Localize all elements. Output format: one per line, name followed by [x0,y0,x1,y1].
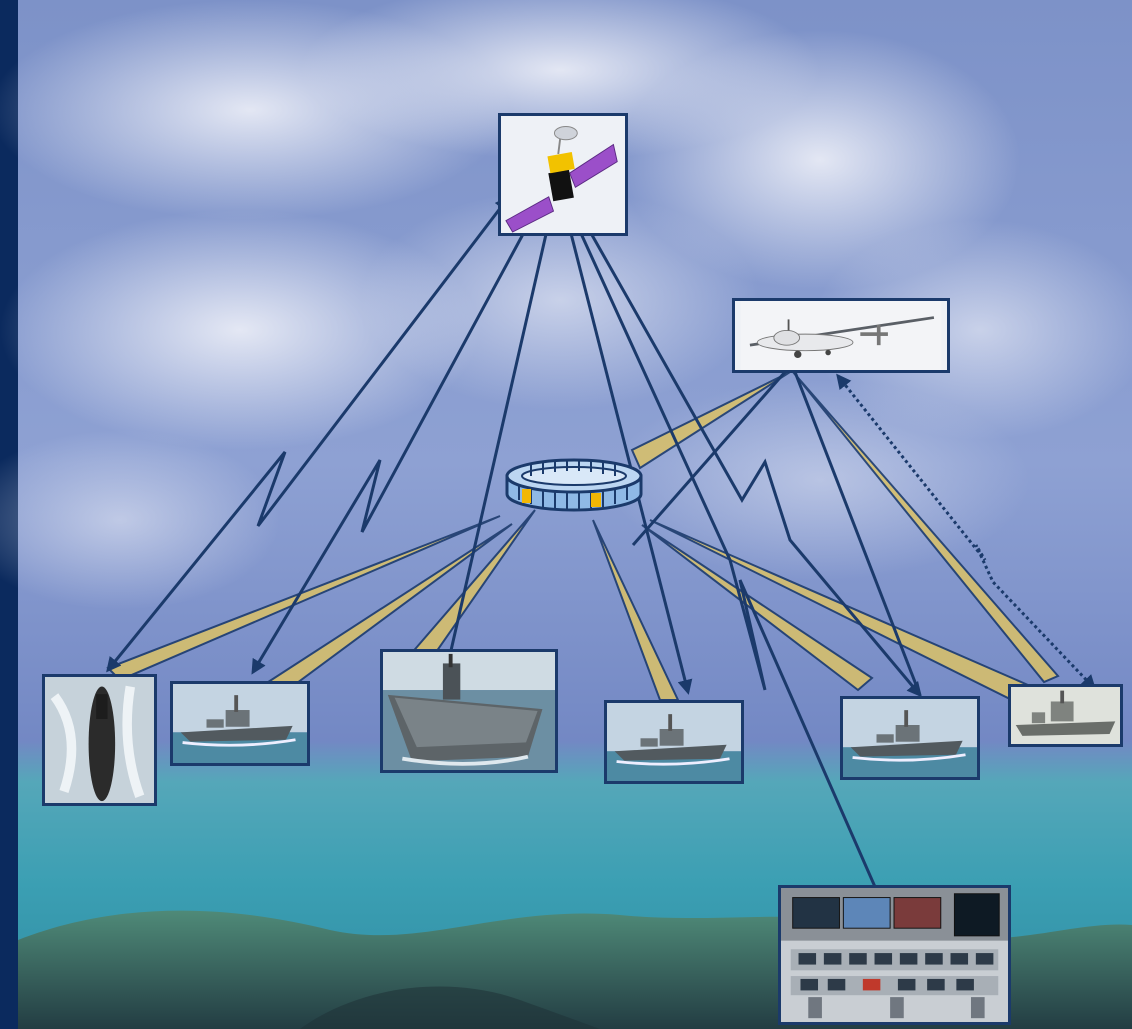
beam-uav-hub [630,371,791,470]
network-hub-icon [505,458,643,512]
link-uav-hub [631,371,787,546]
link-uav-cruiser-dotted [836,373,1097,691]
beam-hub-destroyer-2 [592,519,680,701]
link-satellite-command-center [566,202,886,908]
uav-node[interactable] [732,298,950,373]
submarine-node[interactable] [42,674,157,806]
satellite-node[interactable] [498,113,628,236]
beam-hub-carrier [408,509,536,670]
warship-icon [173,684,307,763]
destroyer-1-node[interactable] [170,681,310,766]
warship-icon [1011,687,1120,744]
beam-uav-cruiser [792,371,1060,684]
relay-hub-node[interactable] [503,456,645,518]
beams [106,371,1060,702]
destroyer-3-node[interactable] [840,696,980,780]
cruiser-node[interactable] [1008,684,1123,747]
submarine-icon [45,677,154,803]
command-center-node[interactable] [778,885,1011,1025]
command-center-icon [781,888,1008,1022]
aircraft-carrier-icon [383,652,555,770]
link-satellite-destroyer-2 [560,207,693,695]
satellite-icon [501,116,625,233]
warship-icon [843,699,977,777]
link-satellite-carrier [442,205,557,671]
uav-icon [740,301,942,370]
destroyer-2-node[interactable] [604,700,744,784]
dotted-links [836,373,1097,691]
warship-icon [607,703,741,781]
aircraft-carrier-node[interactable] [380,649,558,773]
